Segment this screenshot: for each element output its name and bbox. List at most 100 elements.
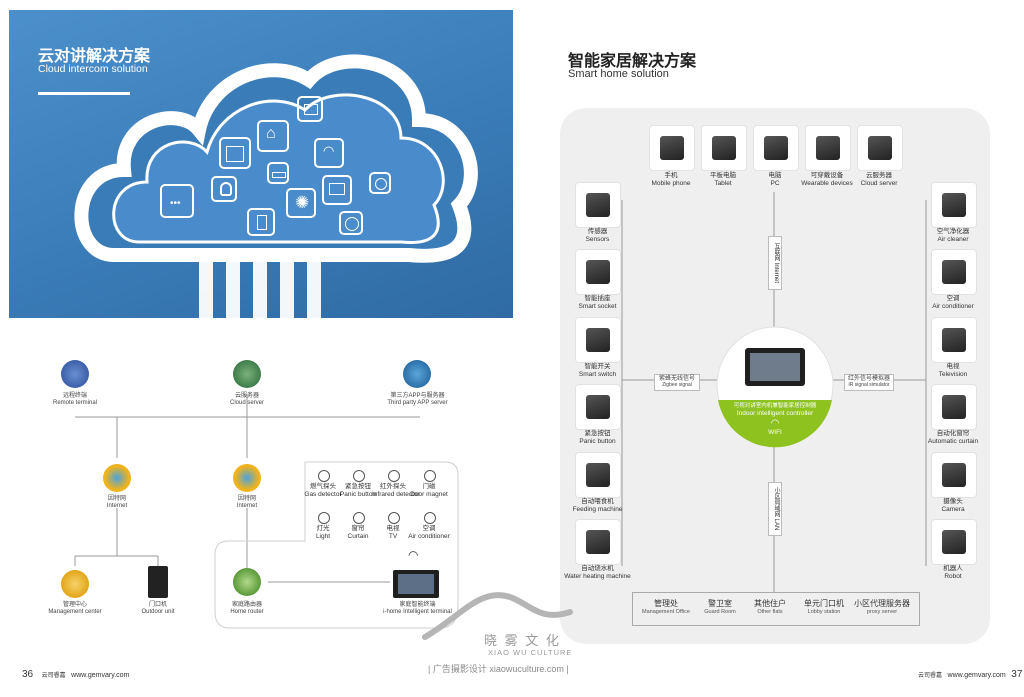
tv-icon	[388, 512, 400, 524]
laptop-icon	[764, 136, 788, 160]
watermark-sub: | 广告摄影设计 xiaowuculture.com |	[428, 664, 569, 674]
third-party-server-icon	[403, 360, 431, 388]
device-label-en: Panic button	[579, 437, 616, 445]
bottom-bar-item-en: Management Office	[642, 609, 690, 615]
minus-icon	[339, 211, 363, 235]
device-label-cn: 电视	[946, 363, 960, 370]
device-label-en: Infrared detector	[372, 490, 420, 498]
device-label-en: Feeding machine	[572, 505, 623, 513]
device-label-en: Cloud server	[860, 179, 898, 187]
device-label-en: Panic button	[339, 490, 377, 498]
device-tile	[753, 125, 799, 171]
device-tile	[575, 384, 621, 430]
device-label-en: Light	[315, 532, 331, 540]
device-label-cn: 智能插座	[584, 295, 611, 302]
device-tile	[575, 249, 621, 295]
device-label-cn: 空调	[946, 295, 960, 302]
indoor-controller-icon	[745, 348, 805, 386]
device-label-en: Tablet	[714, 179, 732, 187]
panic-button-icon	[353, 470, 365, 482]
internet-link-label: 互联网 Internet	[768, 236, 782, 290]
device-tile	[931, 182, 977, 228]
tv-icon	[942, 328, 966, 352]
device-label-cn: 摄像头	[943, 498, 963, 505]
device-tile	[931, 452, 977, 498]
device-label-cn: 自动化窗帘	[936, 430, 970, 437]
watermark-mountain-logo	[422, 592, 573, 640]
device-label-en: Air conditioner	[932, 302, 974, 310]
switch-icon	[586, 328, 610, 352]
socket-icon	[586, 260, 610, 284]
device-label-en: Air conditioner	[408, 532, 450, 540]
bulb-icon	[211, 176, 237, 202]
device-label-en: Door magnet	[410, 490, 448, 498]
device-tile	[805, 125, 851, 171]
device-label-cn: 空调	[422, 525, 436, 532]
left-title-en: Cloud intercom solution	[38, 63, 148, 75]
wifi-icon: ◠	[314, 138, 344, 168]
air-purifier-icon	[942, 193, 966, 217]
intelligent-terminal-icon	[393, 570, 439, 598]
cloud-banner: ••• ⌂ ◠ ✺ 云对讲解决方案 Cloud intercom solutio…	[9, 10, 513, 318]
bottom-bar-item-en: proxy server	[866, 609, 898, 615]
bottom-bar	[632, 592, 920, 626]
device-label-en: Camera	[941, 505, 965, 513]
center-label: 可视对讲室内机兼智能家居控制器 Indoor intelligent contr…	[718, 401, 832, 436]
gas-detector-icon	[318, 470, 330, 482]
curtain-icon	[942, 395, 966, 419]
wifi-signal-icon: ◠	[408, 548, 419, 562]
device-label-cn: 平板电脑	[710, 172, 736, 179]
device-label-en: Robot	[944, 572, 962, 580]
device-label-cn: 电视	[386, 525, 400, 532]
watermark-en: XIAO WU CULTURE	[488, 648, 573, 657]
device-tile	[931, 317, 977, 363]
title-underline	[38, 92, 130, 95]
wifi-icon: ◠	[770, 418, 780, 429]
device-label-cn: 传感器	[587, 228, 608, 235]
device-tile	[931, 249, 977, 295]
bottom-bar-item-en: Other flats	[757, 609, 783, 615]
right-title-en: Smart home solution	[568, 68, 669, 80]
device-label-cn: 自动喂食机	[581, 498, 614, 505]
device-label-en: Sensors	[585, 235, 610, 243]
chat-icon: •••	[160, 184, 194, 218]
device-label-cn: 电脑	[768, 172, 782, 179]
bottom-bar-item-cn: 管理处	[654, 599, 678, 608]
mobile-phone-icon	[660, 136, 684, 160]
device-label-en: Wearable devices	[801, 179, 853, 187]
tablet-icon	[712, 136, 736, 160]
device-label-cn: 云服务器	[866, 172, 892, 179]
left-title-cn: 云对讲解决方案	[38, 48, 151, 65]
infrared-detector-icon	[388, 470, 400, 482]
device-tile	[857, 125, 903, 171]
bottom-bar-item-cn: 单元门口机	[804, 599, 844, 608]
home-icon: ⌂	[257, 120, 289, 152]
device-label-cn: 紧急按钮	[345, 483, 371, 490]
device-tile	[701, 125, 747, 171]
bottom-bar-item-cn: 小区代理服务器	[854, 599, 910, 608]
server-icon	[868, 136, 892, 160]
device-tile	[931, 519, 977, 565]
router-icon	[267, 162, 289, 184]
home-router-icon	[233, 568, 261, 596]
